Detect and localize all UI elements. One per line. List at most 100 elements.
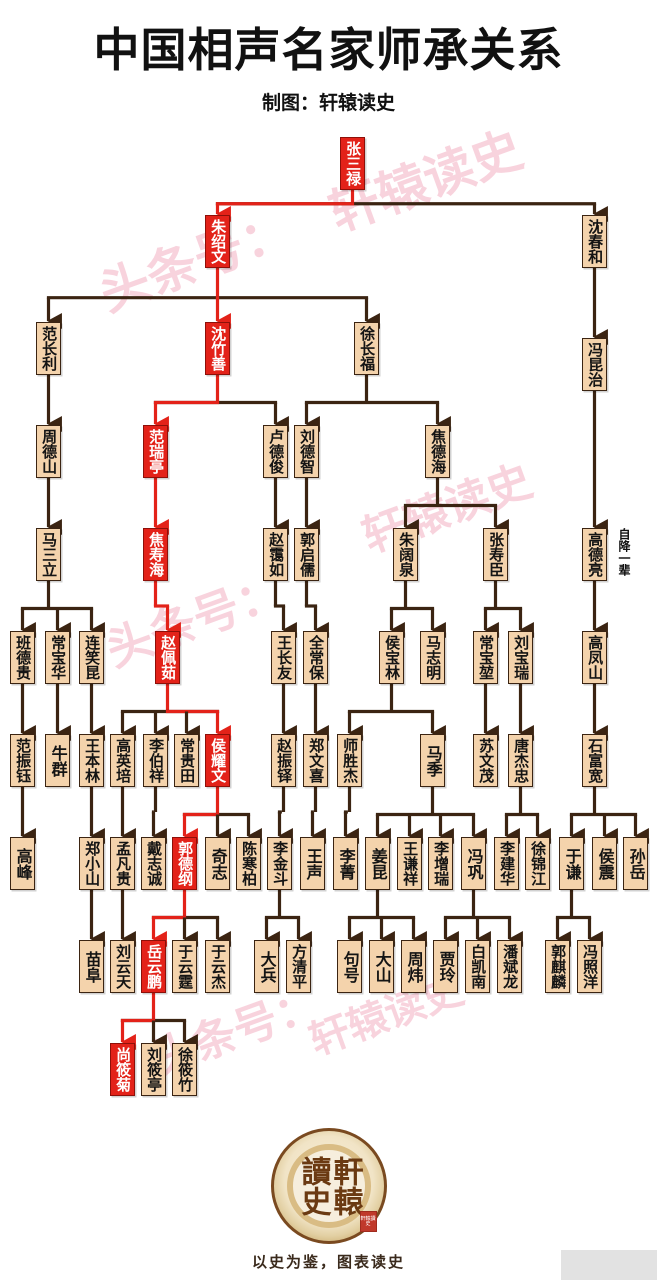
lineage-node[interactable]: 高德亮 xyxy=(582,528,607,581)
lineage-node[interactable]: 周德山 xyxy=(36,425,61,478)
lineage-node-label: 周德山 xyxy=(40,429,59,474)
lineage-node[interactable]: 李伯祥 xyxy=(143,734,168,787)
lineage-node[interactable]: 郭启儒 xyxy=(294,528,319,581)
lineage-node[interactable]: 戴志诚 xyxy=(141,837,166,890)
lineage-node[interactable]: 孟凡贵 xyxy=(110,837,135,890)
lineage-node[interactable]: 大山 xyxy=(369,940,394,993)
lineage-node[interactable]: 刘筱亭 xyxy=(141,1043,166,1096)
lineage-node[interactable]: 刘德智 xyxy=(294,425,319,478)
lineage-node[interactable]: 贾玲 xyxy=(433,940,458,993)
lineage-node[interactable]: 郑文喜 xyxy=(303,734,328,787)
lineage-node-label: 戴志诚 xyxy=(145,841,164,886)
lineage-node[interactable]: 徐长福 xyxy=(354,322,379,375)
lineage-node[interactable]: 高凤山 xyxy=(582,631,607,684)
lineage-node[interactable]: 侯震 xyxy=(592,837,617,890)
lineage-node[interactable]: 李金斗 xyxy=(267,837,292,890)
lineage-node[interactable]: 周炜 xyxy=(401,940,426,993)
lineage-node[interactable]: 句号 xyxy=(337,940,362,993)
lineage-node[interactable]: 郭德纲 xyxy=(172,837,197,890)
lineage-node[interactable]: 高英培 xyxy=(110,734,135,787)
lineage-node-label: 冯昆治 xyxy=(586,342,605,387)
lineage-node[interactable]: 全常保 xyxy=(303,631,328,684)
lineage-node[interactable]: 沈竹善 xyxy=(205,322,230,375)
lineage-node[interactable]: 侯耀文 xyxy=(205,734,230,787)
lineage-node[interactable]: 岳云鹏 xyxy=(141,940,166,993)
seal-text-right: 軒轅 xyxy=(327,1156,363,1216)
lineage-node-label: 郑小山 xyxy=(83,841,102,886)
lineage-node[interactable]: 张寿臣 xyxy=(483,528,508,581)
lineage-node[interactable]: 范瑞亭 xyxy=(143,425,168,478)
lineage-node[interactable]: 常宝堃 xyxy=(473,631,498,684)
lineage-node[interactable]: 李菁 xyxy=(333,837,358,890)
lineage-node[interactable]: 连笑昆 xyxy=(79,631,104,684)
lineage-node[interactable]: 陈寒柏 xyxy=(236,837,261,890)
lineage-node[interactable]: 刘云天 xyxy=(110,940,135,993)
lineage-node[interactable]: 于云杰 xyxy=(205,940,230,993)
lineage-node[interactable]: 赵佩茹 xyxy=(155,631,180,684)
lineage-node[interactable]: 潘斌龙 xyxy=(497,940,522,993)
lineage-node[interactable]: 朱绍文 xyxy=(205,215,230,268)
lineage-node[interactable]: 于云霆 xyxy=(172,940,197,993)
lineage-node[interactable]: 范长利 xyxy=(36,322,61,375)
lineage-node-label: 大兵 xyxy=(257,950,277,983)
lineage-node[interactable]: 石富宽 xyxy=(582,734,607,787)
lineage-node[interactable]: 班德贵 xyxy=(10,631,35,684)
lineage-node[interactable]: 唐杰忠 xyxy=(508,734,533,787)
lineage-node[interactable]: 沈春和 xyxy=(582,215,607,268)
lineage-node[interactable]: 徐筱竹 xyxy=(172,1043,197,1096)
lineage-node-label: 范瑞亭 xyxy=(147,429,166,474)
lineage-node[interactable]: 冯昆治 xyxy=(582,338,607,391)
lineage-node[interactable]: 奇志 xyxy=(205,837,230,890)
lineage-node[interactable]: 徐锦江 xyxy=(525,837,550,890)
lineage-node[interactable]: 郭麒麟 xyxy=(545,940,570,993)
lineage-node[interactable]: 卢德俊 xyxy=(263,425,288,478)
lineage-node-label: 冯照洋 xyxy=(581,944,600,989)
lineage-node[interactable]: 姜昆 xyxy=(365,837,390,890)
lineage-node[interactable]: 朱阔泉 xyxy=(393,528,418,581)
lineage-node[interactable]: 李建华 xyxy=(494,837,519,890)
lineage-node[interactable]: 师胜杰 xyxy=(337,734,362,787)
lineage-node-label: 范振钰 xyxy=(14,738,33,783)
lineage-node-label: 沈春和 xyxy=(586,219,605,264)
lineage-node[interactable]: 张三禄 xyxy=(340,137,365,190)
lineage-node[interactable]: 焦寿海 xyxy=(143,528,168,581)
lineage-node-label: 马三立 xyxy=(40,532,59,577)
lineage-node[interactable]: 尚筱菊 xyxy=(110,1043,135,1096)
lineage-node[interactable]: 马三立 xyxy=(36,528,61,581)
lineage-node-label: 李建华 xyxy=(498,841,517,886)
lineage-node[interactable]: 李增瑞 xyxy=(428,837,453,890)
lineage-node[interactable]: 赵振铎 xyxy=(271,734,296,787)
lineage-node[interactable]: 王声 xyxy=(300,837,325,890)
lineage-node[interactable]: 王本林 xyxy=(79,734,104,787)
lineage-node-label: 陈寒柏 xyxy=(240,841,259,886)
lineage-node-label: 高英培 xyxy=(114,738,133,783)
lineage-node[interactable]: 高峰 xyxy=(10,837,35,890)
lineage-node[interactable]: 赵霭如 xyxy=(263,528,288,581)
lineage-node[interactable]: 孙岳 xyxy=(623,837,648,890)
lineage-node[interactable]: 冯照洋 xyxy=(577,940,602,993)
lineage-node[interactable]: 焦德海 xyxy=(425,425,450,478)
lineage-node[interactable]: 范振钰 xyxy=(10,734,35,787)
lineage-node[interactable]: 王长友 xyxy=(271,631,296,684)
lineage-node[interactable]: 大兵 xyxy=(254,940,279,993)
lineage-node-label: 姜昆 xyxy=(368,847,388,880)
lineage-node-label: 苗阜 xyxy=(82,950,102,983)
lineage-node[interactable]: 白凯南 xyxy=(465,940,490,993)
lineage-node[interactable]: 于谦 xyxy=(559,837,584,890)
lineage-node-label: 焦寿海 xyxy=(147,532,166,577)
lineage-node[interactable]: 刘宝瑞 xyxy=(508,631,533,684)
lineage-node[interactable]: 王谦祥 xyxy=(397,837,422,890)
lineage-node[interactable]: 方清平 xyxy=(286,940,311,993)
lineage-node-label: 张三禄 xyxy=(344,141,363,186)
lineage-node[interactable]: 苏文茂 xyxy=(473,734,498,787)
lineage-node-label: 张寿臣 xyxy=(487,532,506,577)
lineage-node[interactable]: 侯宝林 xyxy=(379,631,404,684)
lineage-node[interactable]: 牛群 xyxy=(45,734,70,787)
lineage-node[interactable]: 常贵田 xyxy=(174,734,199,787)
lineage-node[interactable]: 马志明 xyxy=(420,631,445,684)
lineage-node[interactable]: 马季 xyxy=(420,734,445,787)
lineage-node[interactable]: 郑小山 xyxy=(79,837,104,890)
lineage-node[interactable]: 冯巩 xyxy=(461,837,486,890)
lineage-node[interactable]: 常宝华 xyxy=(45,631,70,684)
lineage-node[interactable]: 苗阜 xyxy=(79,940,104,993)
